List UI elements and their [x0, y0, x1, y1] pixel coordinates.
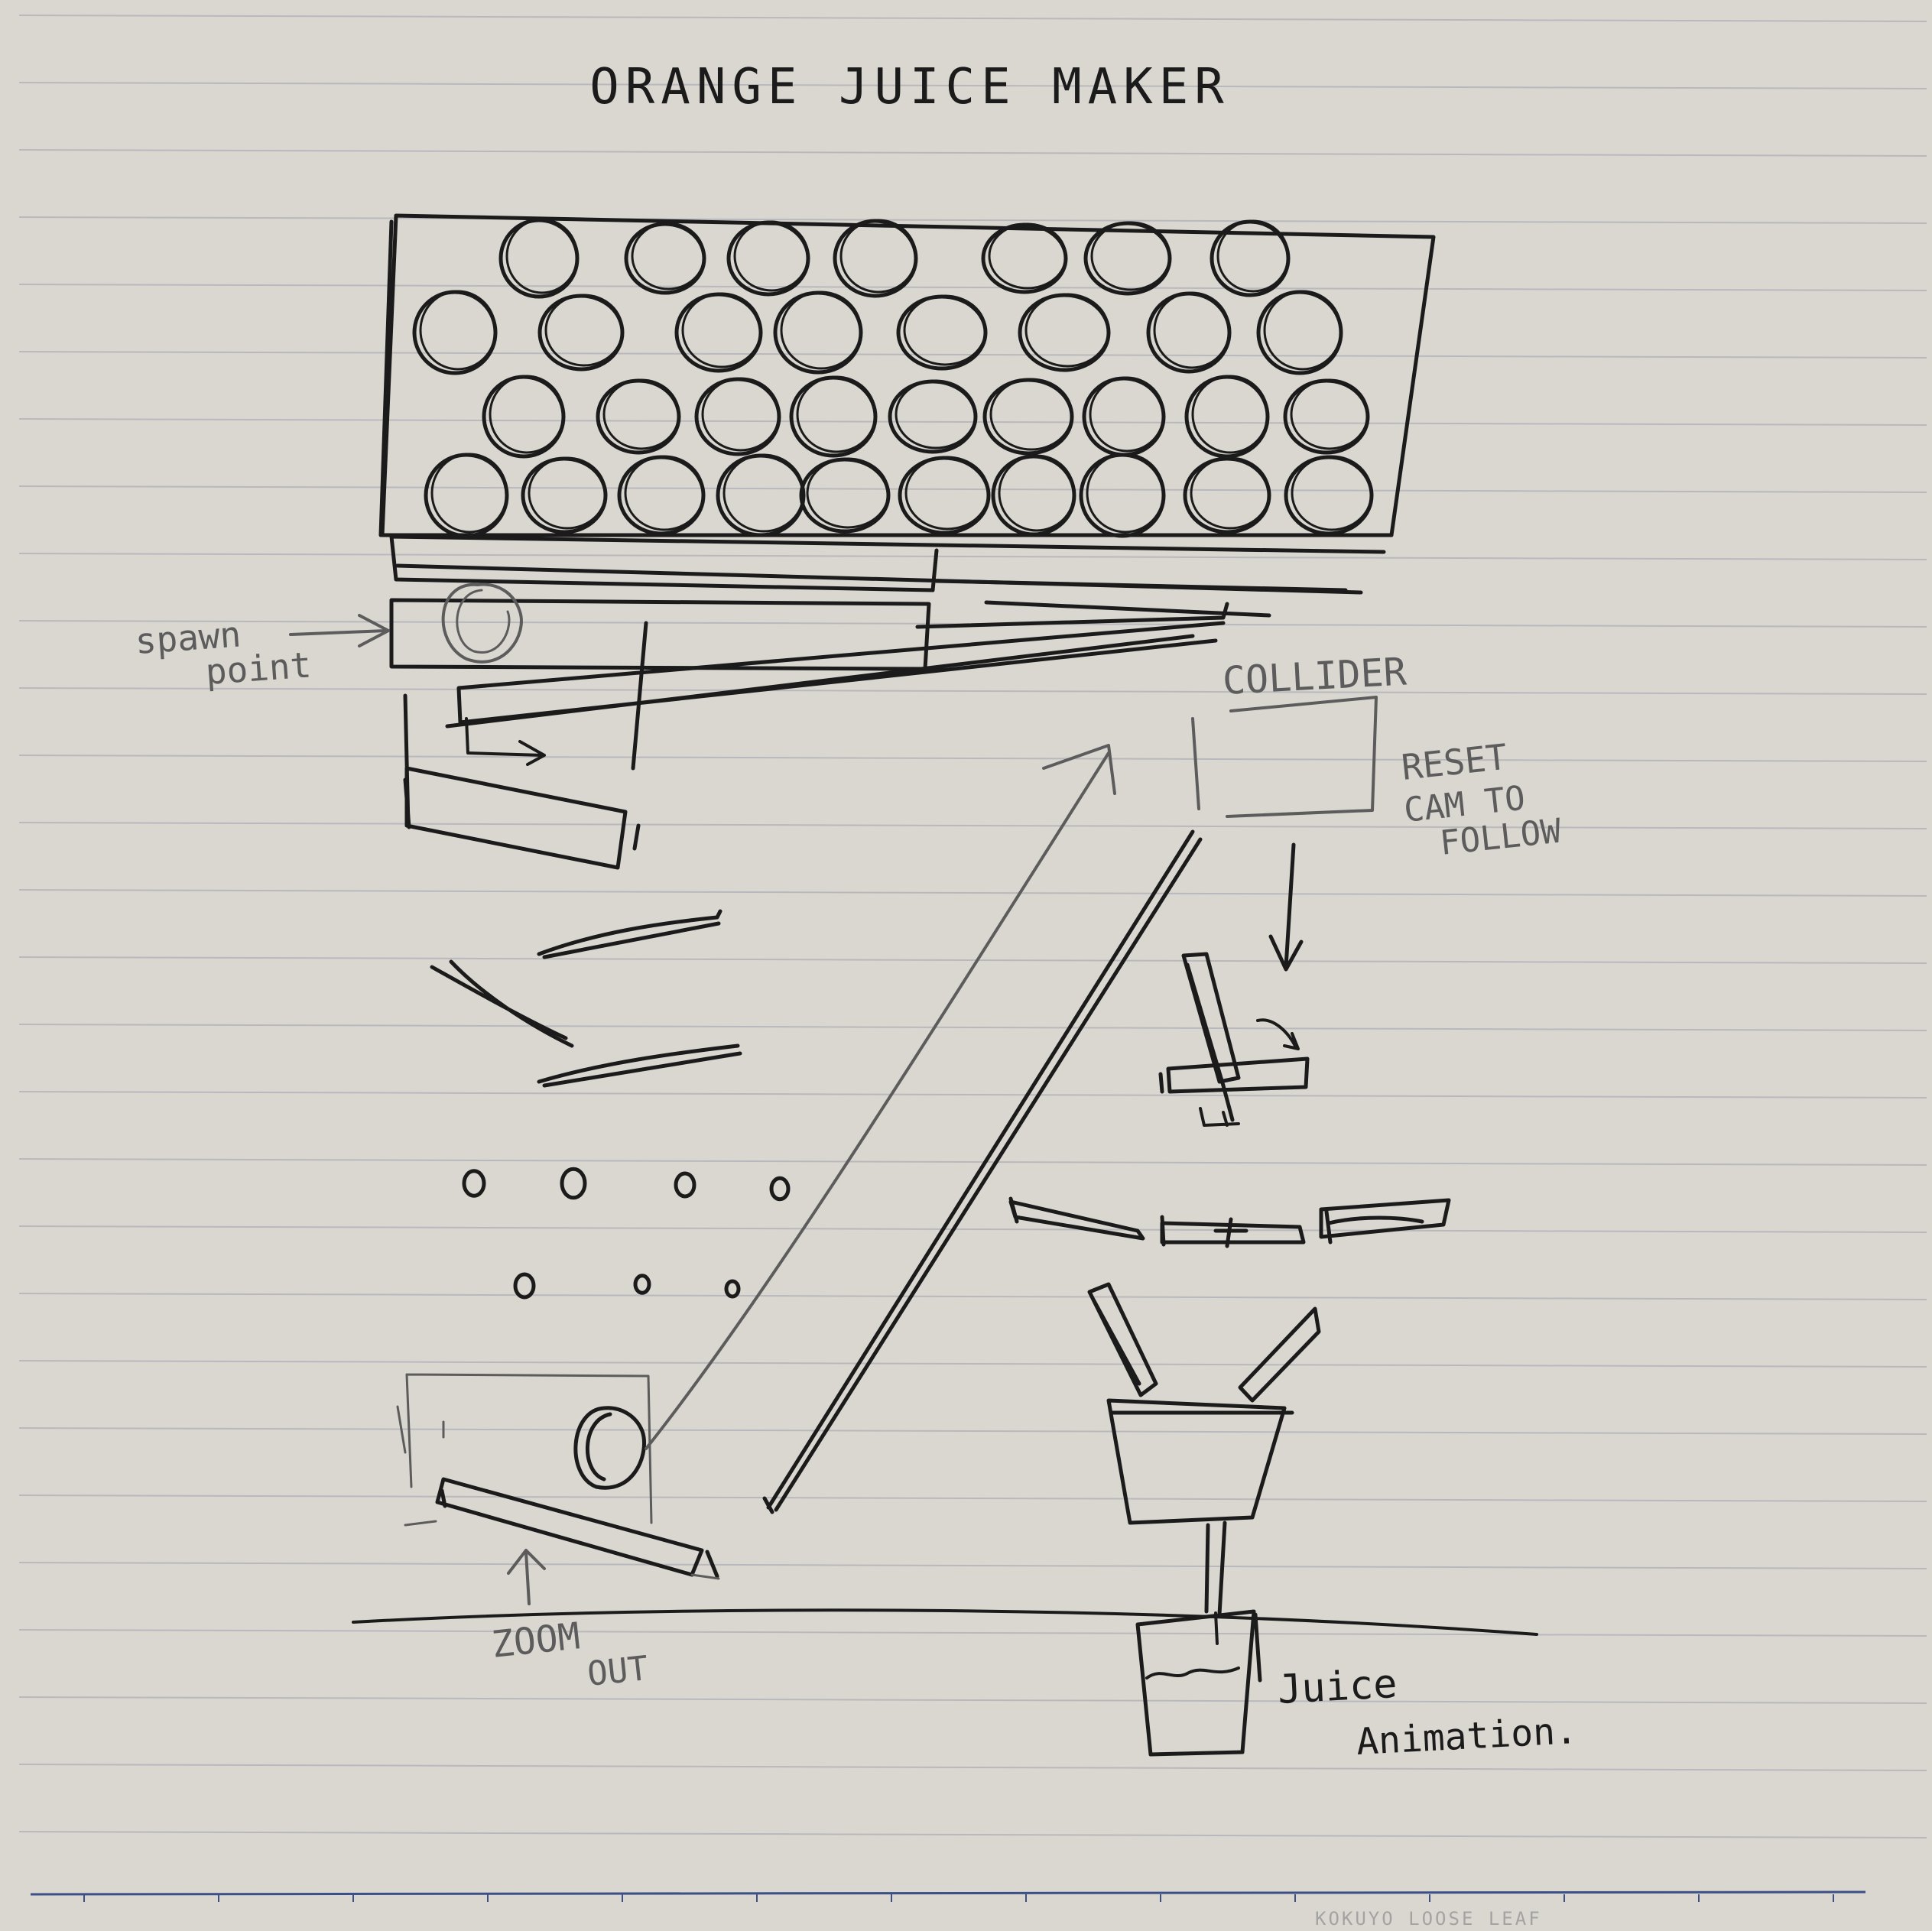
spawn-point-label-line2: point: [204, 644, 313, 693]
footer-brand: KOKUYO LOOSE LEAF: [1315, 1908, 1542, 1928]
zoom-out-label-line2: OUT: [586, 1649, 650, 1694]
juice-animation-label-line1: Juice: [1277, 1661, 1398, 1713]
title: ORANGE JUICE MAKER: [589, 59, 1230, 115]
